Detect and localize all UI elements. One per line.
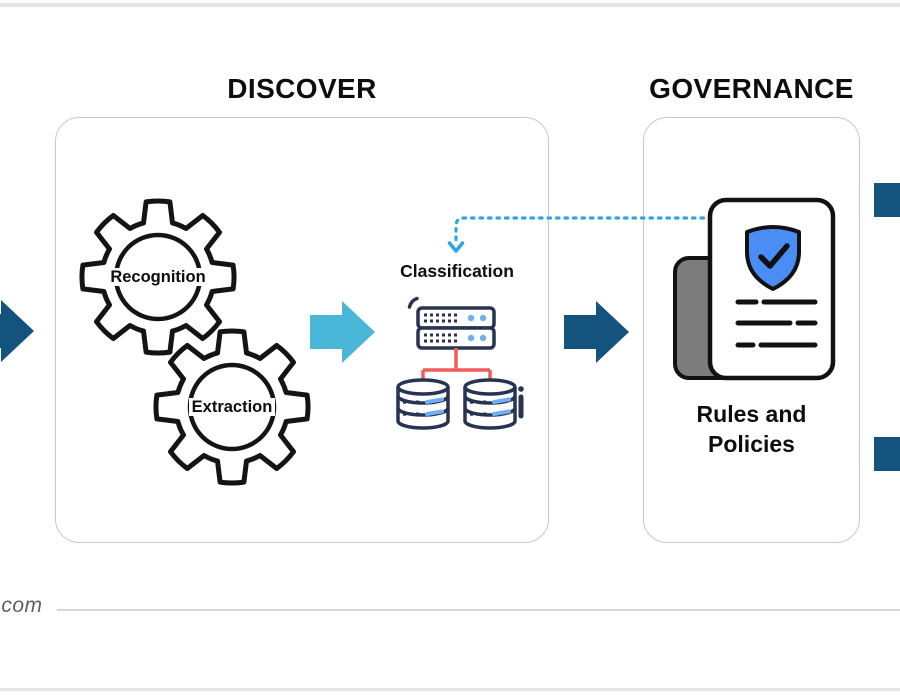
discover-title: DISCOVER xyxy=(227,73,377,104)
right-edge-square-top xyxy=(874,183,900,217)
caption-line-1: Rules and xyxy=(696,401,807,427)
recognition-gear-label: Recognition xyxy=(88,266,228,288)
document-text-lines xyxy=(735,299,818,348)
governance-title: GOVERNANCE xyxy=(649,73,854,104)
server-with-databases-icon xyxy=(396,296,524,430)
discover-to-governance-arrow-icon xyxy=(564,301,629,363)
bottom-divider xyxy=(0,688,900,691)
rules-policies-caption: Rules and Policies xyxy=(643,399,860,459)
caption-line-2: Policies xyxy=(708,431,795,457)
left-inflow-arrow-icon xyxy=(0,300,34,362)
shield-check-icon xyxy=(745,225,801,291)
top-divider xyxy=(0,3,900,7)
watermark-text: .com xyxy=(0,594,43,617)
watermark-divider xyxy=(57,609,900,611)
right-edge-square-bottom xyxy=(874,437,900,471)
dashed-feedback-arrow xyxy=(447,216,714,253)
extraction-gear-label: Extraction xyxy=(162,396,302,418)
discover-internal-arrow-icon xyxy=(310,301,375,363)
document-with-shield-check-icon xyxy=(673,197,836,381)
classification-label: Classification xyxy=(400,261,514,281)
